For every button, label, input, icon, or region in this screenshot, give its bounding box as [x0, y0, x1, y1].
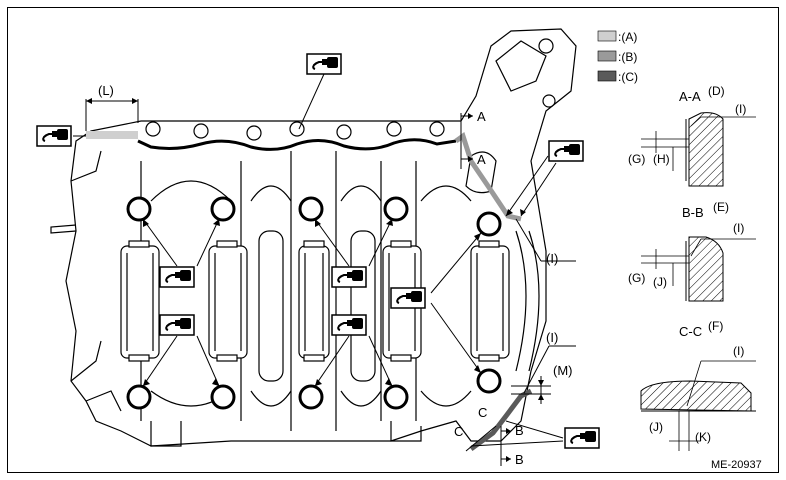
detail-bb-j: (J): [653, 275, 667, 289]
detail-cc-tag: (F): [708, 319, 723, 333]
sealant-bottle-icon: [36, 125, 72, 147]
legend-label-b: :(B): [618, 50, 637, 64]
detail-bb-i: (I): [733, 221, 744, 235]
legend-swatch-c: [597, 70, 617, 82]
sealant-bead-a: [86, 131, 138, 139]
section-b-top: B: [515, 423, 524, 438]
sealant-bottle-icon: [159, 266, 195, 288]
bolt-hole-icon: [476, 368, 502, 394]
detail-bb-g: (G): [628, 271, 645, 285]
sealant-beads: [86, 131, 533, 452]
sealant-bottle-icon: [159, 314, 195, 336]
bearing-cap-icon: [298, 240, 330, 362]
detail-aa-h: (H): [653, 152, 670, 166]
bolt-hole-icon: [383, 196, 409, 222]
section-a-top: A: [477, 109, 486, 124]
detail-b-b: B-B (E) (I) (G) (J): [628, 200, 756, 302]
section-c-right: C: [478, 405, 487, 420]
sealant-bead-top: [137, 138, 457, 151]
sealant-bottle-icon: [548, 140, 584, 162]
sealant-bottle-icon: [331, 266, 367, 288]
detail-aa-tag: (D): [708, 84, 725, 98]
sealant-bead-b: [454, 131, 522, 222]
bolt-hole-icon: [126, 384, 152, 410]
detail-aa-g: (G): [628, 152, 645, 166]
sealant-bottle-icon: [564, 427, 600, 449]
sealant-bottle-icon: [306, 53, 342, 75]
label-m: (M): [553, 363, 573, 378]
bearing-cap-icon: [470, 240, 510, 362]
detail-cc-i: (I): [733, 344, 744, 358]
detail-cc-title: C-C: [679, 324, 702, 339]
section-b-bottom: B: [515, 452, 524, 467]
section-c-left: C: [454, 424, 463, 439]
figure-frame: (L) A A (I) (I) (M) C C B B :(A) :(B) :(…: [7, 7, 779, 473]
bolt-hole-icon: [383, 384, 409, 410]
arrowheads: [86, 98, 544, 462]
detail-a-a: A-A (D) (I) (G) (H): [628, 84, 756, 187]
detail-aa-i: (I): [735, 102, 746, 116]
detail-bb-title: B-B: [682, 205, 704, 220]
bolt-hole-icon: [210, 384, 236, 410]
bolt-hole-icon: [298, 384, 324, 410]
engine-block-diagram: (L) A A (I) (I) (M) C C B B :(A) :(B) :(…: [36, 28, 762, 471]
bolt-hole-icon: [210, 196, 236, 222]
legend-swatch-b: [597, 50, 617, 62]
label-i-lower: (I): [546, 330, 558, 345]
bearing-cap-icon: [120, 240, 160, 362]
detail-cc-k: (K): [695, 430, 711, 444]
detail-aa-title: A-A: [679, 89, 701, 104]
sealant-bottle-icon: [331, 314, 367, 336]
legend: :(A) :(B) :(C): [597, 30, 638, 84]
detail-cc-j: (J): [649, 420, 663, 434]
bolt-hole-icon: [126, 196, 152, 222]
figure-code: ME-20937: [711, 459, 762, 471]
detail-c-c: C-C (F) (I) (J) (K): [640, 319, 756, 451]
legend-label-a: :(A): [618, 30, 637, 44]
sealant-bottle-icon: [390, 287, 426, 309]
leader-lines: [73, 73, 576, 466]
bolt-hole-icon: [476, 211, 502, 237]
detail-bb-tag: (E): [713, 200, 729, 214]
bolt-hole-icon: [298, 196, 324, 222]
legend-label-c: :(C): [618, 70, 638, 84]
label-l: (L): [98, 83, 114, 98]
bearing-caps: [120, 240, 510, 362]
bearing-cap-icon: [208, 240, 248, 362]
label-i-mid: (I): [546, 251, 558, 266]
legend-swatch-a: [597, 30, 617, 42]
section-a-bottom: A: [477, 152, 486, 167]
